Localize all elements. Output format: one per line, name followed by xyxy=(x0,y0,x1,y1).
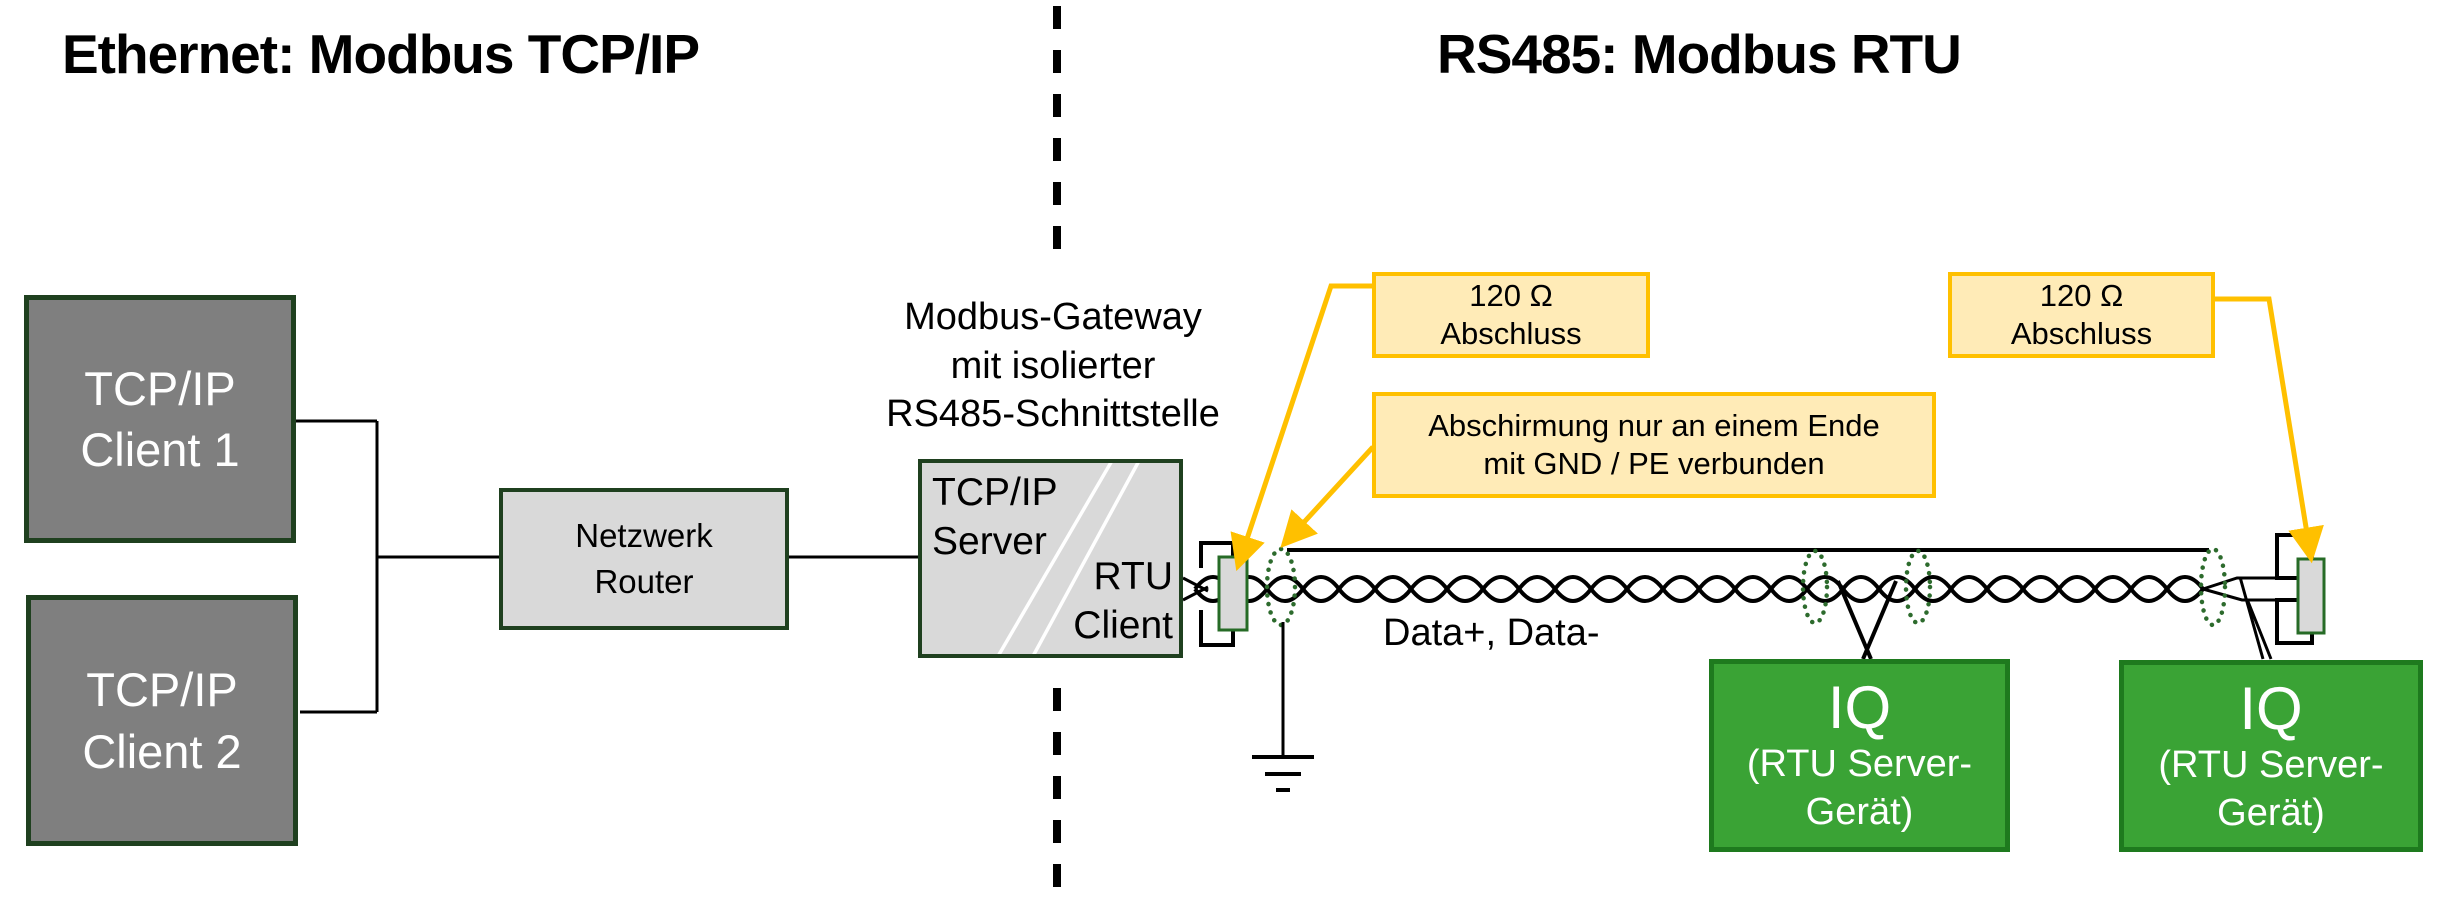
section-title-rs485: RS485: Modbus RTU xyxy=(1437,23,1962,85)
tcp-client-1-box: TCP/IP Client 1 xyxy=(24,295,296,543)
shield-clamp-ellipse-device1-left xyxy=(1800,548,1830,626)
gateway-server-line2: Server xyxy=(932,520,1047,564)
network-router-box: Netzwerk Router xyxy=(499,488,789,630)
iq-device-1-title: IQ xyxy=(1827,674,1892,742)
shield-note-line2: mit GND / PE verbunden xyxy=(1483,446,1825,481)
router-line2: Router xyxy=(594,563,694,600)
gateway-rtu-line1: RTU xyxy=(1093,554,1173,598)
iq-device-2-subtitle-line1: (RTU Server- xyxy=(2158,743,2384,786)
iq-device-1-subtitle-line1: (RTU Server- xyxy=(1746,743,1973,786)
gateway-rtu-client-label: RTU Client xyxy=(1073,552,1173,650)
ethernet-wires xyxy=(296,419,918,714)
tcp-client-1-line2: Client 1 xyxy=(80,423,240,476)
gateway-label-line1: Modbus-Gateway xyxy=(904,296,1202,338)
gateway-label-line2: mit isolierter xyxy=(950,344,1156,387)
iq-device-1-subtitle-line2: Gerät) xyxy=(1805,791,1914,834)
iq-device-2-subtitle-line2: Gerät) xyxy=(2217,791,2325,834)
iq-device-2-box: IQ (RTU Server- Gerät) xyxy=(2119,660,2423,852)
section-title-ethernet: Ethernet: Modbus TCP/IP xyxy=(62,23,700,85)
tcp-client-1-line1: TCP/IP xyxy=(84,361,236,415)
gateway-label: Modbus-Gateway mit isolierter RS485-Schn… xyxy=(803,293,1303,439)
ground-symbol xyxy=(1252,622,1314,792)
bus-end-stubs xyxy=(2202,576,2277,602)
iq-device-2-title: IQ xyxy=(2239,674,2303,742)
tcp-client-2-line2: Client 2 xyxy=(82,724,242,778)
gateway-server-label: TCP/IP Server xyxy=(932,468,1058,566)
termination-note-right-line1: 120 Ω xyxy=(2039,278,2124,314)
gateway-server-line1: TCP/IP xyxy=(932,471,1058,514)
twisted-pair-strand-b xyxy=(1193,575,2205,603)
shield-clamp-ellipse-gateway xyxy=(1264,546,1298,628)
shield-clamp-ellipse-end xyxy=(2198,546,2228,628)
bus-data-label: Data+, Data- xyxy=(1383,612,1600,654)
device2-drop-wires xyxy=(2238,576,2273,660)
arrow-termination-left xyxy=(1230,283,1372,572)
shield-note-line1: Abschirmung nur an einem Ende xyxy=(1428,408,1880,444)
tcp-client-2-box: TCP/IP Client 2 xyxy=(26,595,298,846)
gateway-label-line3: RS485-Schnittstelle xyxy=(886,393,1220,436)
termination-note-right: 120 Ω Abschluss xyxy=(1948,272,2215,358)
termination-note-right-line2: Abschluss xyxy=(2010,316,2153,351)
shield-grounding-note: Abschirmung nur an einem Ende mit GND / … xyxy=(1372,392,1936,498)
termination-resistor-left xyxy=(1217,555,1249,632)
termination-note-left: 120 Ω Abschluss xyxy=(1372,272,1650,358)
termination-note-left-line2: Abschluss xyxy=(1440,316,1582,351)
gateway-pair-exit-wires xyxy=(1182,576,1209,602)
arrow-shield-note xyxy=(1280,445,1375,548)
router-line1: Netzwerk xyxy=(575,517,713,555)
termination-resistor-right xyxy=(2296,557,2326,635)
isolation-stripes xyxy=(995,458,1142,659)
modbus-gateway-box: TCP/IP Server RTU Client xyxy=(918,459,1183,658)
iq-device-1-box: IQ (RTU Server- Gerät) xyxy=(1709,659,2010,852)
tcp-client-2-line1: TCP/IP xyxy=(86,663,238,717)
device1-drop-wires xyxy=(1836,580,1898,660)
termination-note-left-line1: 120 Ω xyxy=(1469,278,1553,314)
gateway-rtu-line2: Client xyxy=(1073,603,1173,647)
arrow-termination-right xyxy=(2215,296,2324,564)
shield-clamp-ellipse-device1-right xyxy=(1903,548,1933,626)
